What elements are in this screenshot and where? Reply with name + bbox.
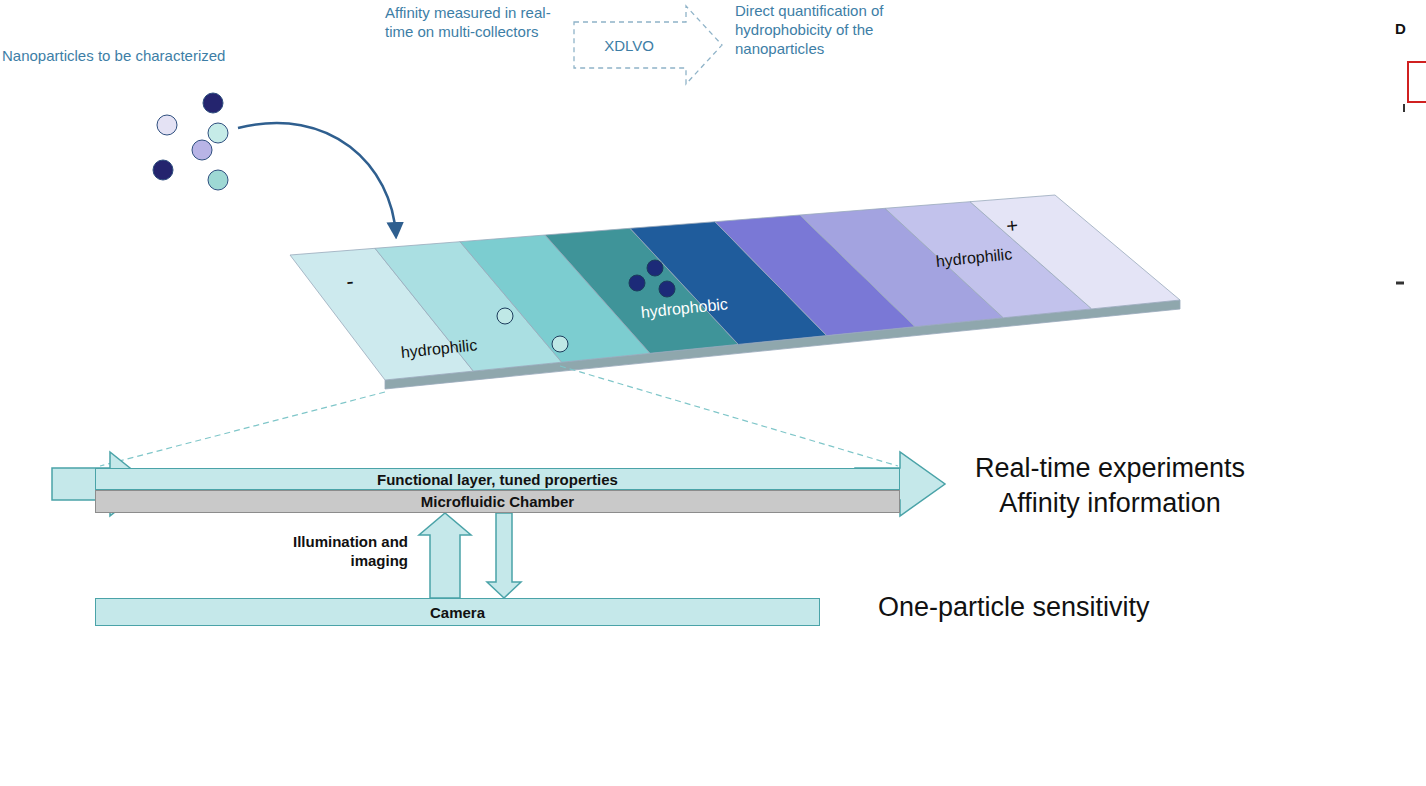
multi-collector-slab xyxy=(290,195,1180,389)
arrow-label: Illumination and imaging xyxy=(290,533,408,571)
partial-box xyxy=(1408,62,1426,102)
sensitivity-label: One-particle sensitivity xyxy=(878,591,1150,625)
panel-letter: D xyxy=(1395,20,1406,39)
zoom-line xyxy=(100,392,385,466)
box-label: Functional layer, tuned properties xyxy=(377,471,618,488)
band-label: hydrophilic xyxy=(935,244,1013,271)
step-label: Affinity measured in real-time on multi-… xyxy=(385,4,563,42)
particle xyxy=(208,170,228,190)
particle xyxy=(203,93,223,113)
outcome-label: Affinity information xyxy=(960,487,1260,521)
dashed-arrow xyxy=(574,6,722,84)
camera-box: Camera xyxy=(95,598,820,626)
zoom-line xyxy=(560,366,898,466)
partial-line xyxy=(1396,282,1404,285)
band-label: hydrophilic xyxy=(400,335,478,362)
particle xyxy=(192,140,212,160)
chamber-box: Microfluidic Chamber xyxy=(95,490,900,513)
particle xyxy=(659,281,675,297)
particle xyxy=(629,275,645,291)
method-name: XDLVO xyxy=(604,37,654,54)
partial-panel xyxy=(1396,62,1426,283)
functional-layer-box: Functional layer, tuned properties xyxy=(95,468,900,490)
method-arrow: XDLVO xyxy=(572,4,724,86)
particle xyxy=(552,336,568,352)
nanoparticles xyxy=(153,93,228,190)
particle xyxy=(208,123,228,143)
input-label: Nanoparticles to be characterized xyxy=(2,47,225,66)
box-label: Camera xyxy=(430,604,485,621)
arrow-body: XDLVO xyxy=(572,37,686,54)
curved-arrow xyxy=(238,123,396,236)
partial-line xyxy=(1403,104,1405,112)
particle xyxy=(157,115,177,135)
result-label: Direct quantification of hydrophobicity … xyxy=(735,2,900,58)
particle xyxy=(153,160,173,180)
block-arrow xyxy=(419,513,471,598)
particle xyxy=(497,308,513,324)
particle xyxy=(647,260,663,276)
box-label: Microfluidic Chamber xyxy=(421,493,574,510)
band-label: hydrophobic xyxy=(640,294,729,323)
charge-sign: + xyxy=(1005,213,1019,239)
block-arrow xyxy=(487,513,521,598)
outcome-label: Real-time experiments xyxy=(960,452,1260,486)
charge-sign: - xyxy=(345,267,355,295)
